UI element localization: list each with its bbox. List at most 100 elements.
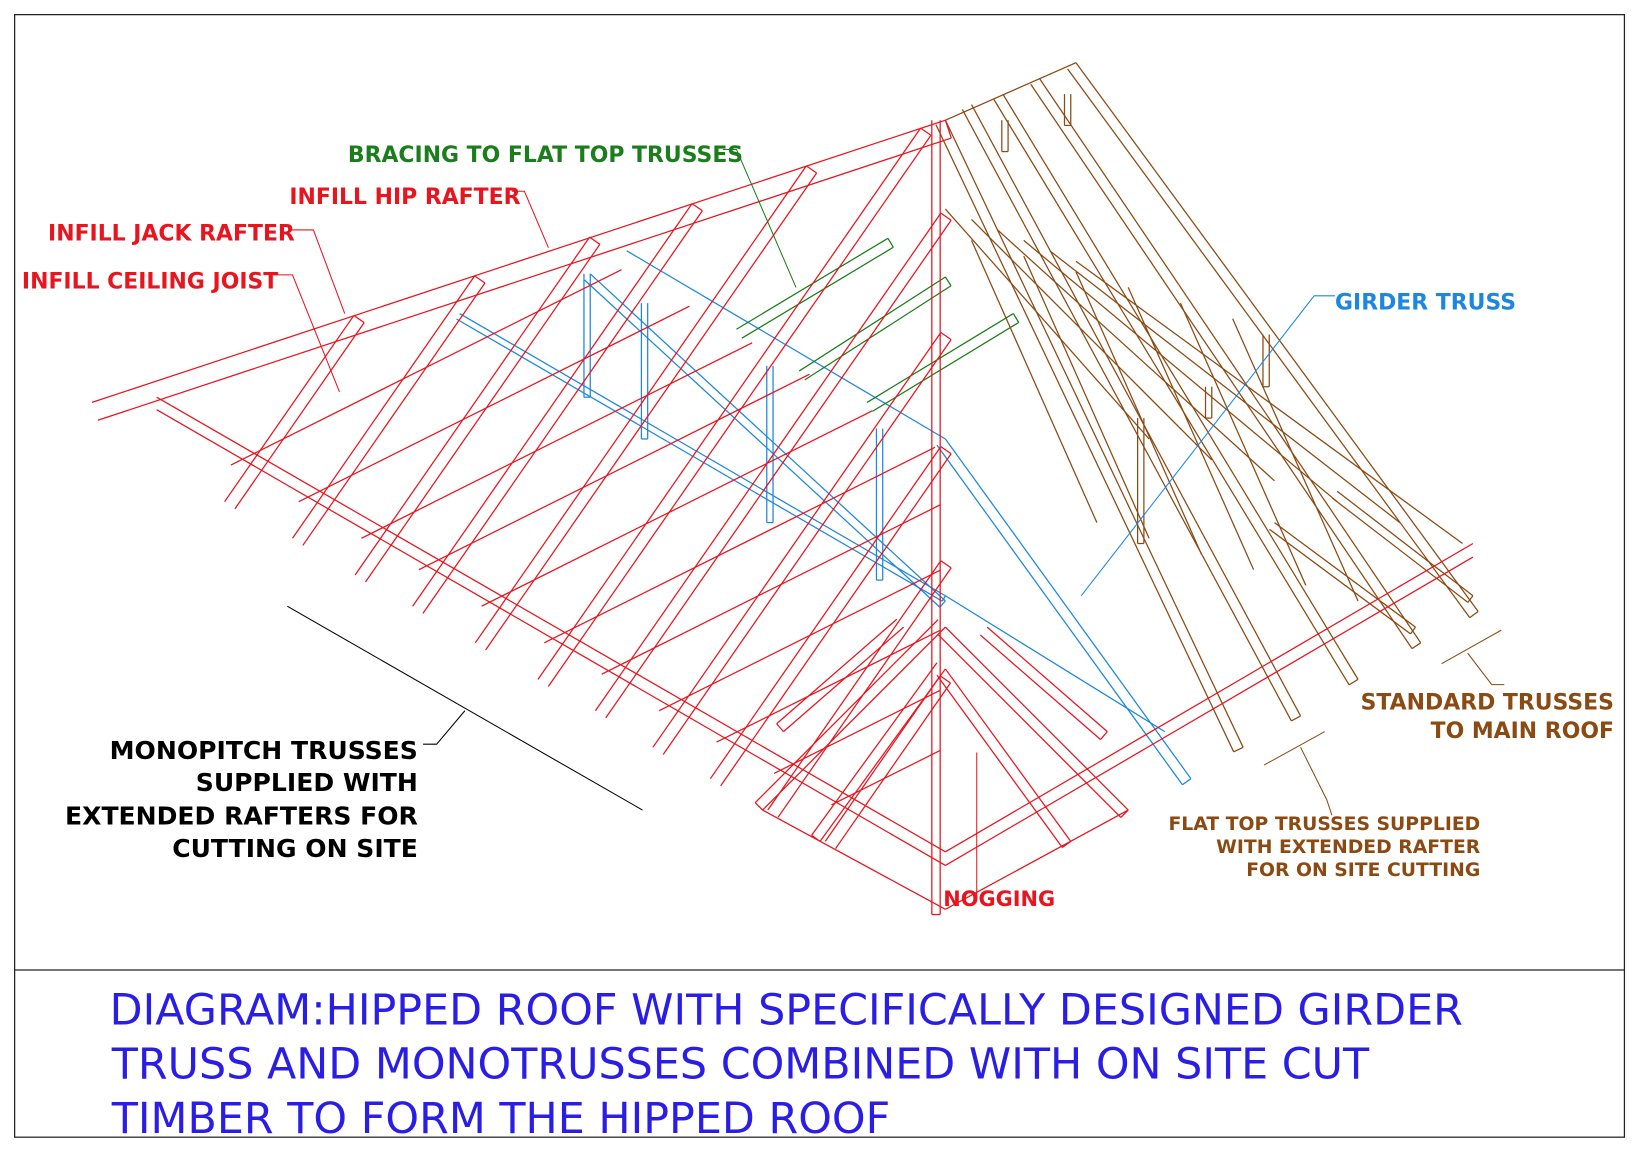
truss-rafter [993,99,1350,686]
infill-jack-rafter [940,560,952,569]
truss-web [1023,239,1338,503]
front-jack-rafter [937,634,1122,818]
wall-plate [156,409,946,866]
truss-web [1023,255,1150,539]
truss-web [1232,318,1359,602]
truss-web [944,208,1150,440]
front-jack-rafter [783,626,905,733]
label-infill-ceiling-joist: INFILL CEILING JOIST [22,269,278,294]
drawing-border [13,14,1626,1138]
infill-timber-drawing [91,119,1474,916]
girder-chord [941,595,946,602]
label-monopitch-2: SUPPLIED WITH [196,768,418,797]
girder-chord [459,313,946,597]
truss-top [945,62,1077,121]
infill-jack-rafter [537,127,922,680]
infill-jack-rafter [805,165,817,174]
label-standard-trusses-1: STANDARD TRUSSES [1361,691,1614,716]
infill-ceiling-joist [773,689,941,775]
infill-jack-rafter [485,172,818,651]
truss-rafter [1075,62,1479,612]
title-line-2: TRUSS AND MONOTRUSSES COMBINED WITH ON S… [111,1040,1370,1090]
infill-jack-rafter [422,210,703,614]
wall-plate [945,542,1474,853]
front-jack-rafter [776,618,898,725]
bracing-member [804,285,952,381]
girder-truss-drawing [456,250,1192,786]
front-plate [945,809,1129,910]
front-jack-rafter [762,626,946,811]
label-nogging: NOGGING [943,887,1055,911]
wall-plate [156,396,946,853]
truss-rafter [935,124,1235,753]
truss-chord [1331,497,1469,603]
front-jack-rafter [754,802,764,811]
bracing-member [798,276,946,372]
infill-ceiling-joist [543,446,936,644]
front-jack-rafter [1099,731,1108,740]
infill-jack-rafter [652,332,942,748]
front-jack-rafter [811,662,938,836]
bracing-drawing [736,237,1020,412]
bracing-member [887,237,894,248]
front-jack-rafter [776,723,784,733]
label-monopitch-4: CUTTING ON SITE [172,834,418,863]
truss-web [1075,271,1202,555]
truss-web [997,229,1275,482]
truss-rafter [1030,83,1413,650]
infill-jack-rafter [589,236,601,245]
label-monopitch-1: MONOPITCH TRUSSES [110,736,418,765]
girder-tie [945,595,1166,733]
leader-lines [273,148,1505,897]
truss-rafter [944,119,1244,748]
infill-ceiling-joist [298,305,690,503]
front-jack-rafter [979,634,1101,741]
truss-web [971,219,1213,461]
infill-jack-rafter [364,243,601,583]
wall-plate [945,556,1474,866]
truss-rafter [961,109,1292,722]
truss-chord [1410,626,1416,635]
infill-jack-rafter [594,212,942,712]
label-flat-top-3: FOR ON SITE CUTTING [1246,860,1480,881]
front-jack-rafter [936,674,1063,848]
infill-jack-rafter [720,453,952,787]
label-bracing: BRACING TO FLAT TOP TRUSSES [348,143,743,168]
infill-jack-rafter [354,236,591,576]
truss-web [970,240,1098,523]
infill-ceiling-joist [716,629,941,743]
label-standard-trusses-2: TO MAIN ROOF [1431,719,1614,744]
girder-rafter [944,438,1192,780]
truss-web [1179,302,1307,586]
infill-jack-rafter [767,560,942,811]
infill-jack-rafter [691,203,703,212]
bracing-member [741,246,894,339]
infill-ceiling-joist [361,342,753,539]
bracing-member [944,276,952,287]
infill-jack-rafter [474,275,486,284]
truss-rafter [1469,610,1479,619]
infill-jack-rafter [353,314,365,324]
truss-chord [1467,595,1474,603]
label-infill-jack-rafter: INFILL JACK RAFTER [48,221,295,246]
infill-jack-rafter [291,275,476,539]
truss-rafter [1038,78,1422,644]
infill-jack-rafter [474,165,807,644]
truss-rafter [1348,678,1359,686]
front-jack-rafter [944,626,1129,811]
infill-jack-rafter [224,315,355,503]
infill-jack-rafter [547,134,932,687]
infill-ceiling-joist [601,504,941,675]
truss-rafter [970,104,1302,717]
infill-jack-rafter [302,282,486,546]
truss-chord [1269,528,1411,635]
girder-rafter [1182,778,1192,786]
truss-rafter [1002,93,1359,680]
front-jack-rafter [819,668,946,842]
infill-hip-rafter [944,120,952,139]
infill-jack-rafter [662,339,952,755]
standard-trusses-drawing [935,62,1479,753]
girder-rafter [936,444,1183,786]
infill-ceiling-joist [658,569,941,712]
